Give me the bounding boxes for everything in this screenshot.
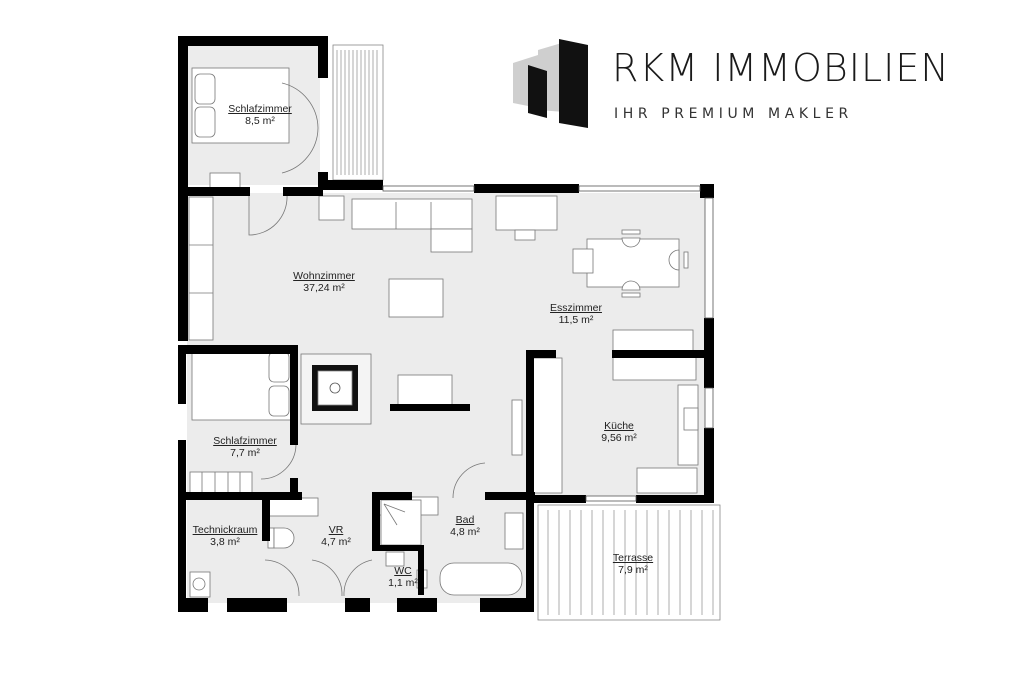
room-area: 7,7 m² — [230, 447, 260, 459]
room-name: Schlafzimmer — [213, 435, 277, 447]
room-bad: Bad 4,8 m² — [450, 514, 480, 538]
room-name: Terrasse — [612, 552, 654, 564]
furniture — [188, 67, 699, 598]
room-terrasse: Terrasse 7,9 m² — [613, 552, 653, 576]
room-area: 11,5 m² — [558, 314, 594, 326]
room-area: 3,8 m² — [210, 536, 240, 548]
room-name: Schlafzimmer — [228, 103, 292, 115]
room-kueche: Küche 9,56 m² — [601, 420, 637, 444]
room-technikraum: Technickraum 3,8 m² — [193, 524, 258, 548]
room-schlafzimmer-2: Schlafzimmer 7,7 m² — [213, 435, 277, 459]
room-area: 1,1 m² — [388, 577, 418, 589]
walls — [178, 36, 714, 612]
room-vr: VR 4,7 m² — [321, 524, 351, 548]
room-name: Wohnzimmer — [293, 270, 355, 282]
balcony-strip — [332, 44, 384, 181]
room-wohnzimmer: Wohnzimmer 37,24 m² — [293, 270, 355, 294]
room-name: VR — [328, 524, 344, 536]
brand-logo: RKM IMMOBILIEN IHR PREMIUM MAKLER — [510, 38, 1010, 138]
shower — [380, 499, 422, 546]
room-area: 8,5 m² — [245, 115, 275, 127]
room-name: WC — [394, 565, 412, 577]
room-area: 4,8 m² — [450, 526, 480, 538]
brand-name: RKM IMMOBILIEN — [612, 46, 950, 90]
room-schlafzimmer-1: Schlafzimmer 8,5 m² — [228, 103, 292, 127]
room-name: Bad — [455, 514, 475, 526]
sofa — [351, 198, 473, 230]
doors — [248, 82, 486, 597]
room-area: 37,24 m² — [303, 282, 345, 294]
room-esszimmer: Esszimmer 11,5 m² — [550, 302, 602, 326]
logo-mark-icon — [513, 39, 588, 128]
brand-tagline: IHR PREMIUM MAKLER — [614, 106, 853, 122]
room-area: 4,7 m² — [321, 536, 351, 548]
coffee-table — [388, 278, 444, 318]
room-area: 9,56 m² — [601, 432, 637, 444]
terrace-deck — [537, 504, 721, 621]
windows — [382, 185, 714, 502]
room-name: Technickraum — [192, 524, 258, 536]
wardrobe — [188, 196, 214, 341]
room-wc: WC 1,1 m² — [388, 565, 418, 589]
room-name: Küche — [604, 420, 634, 432]
room-area: 7,9 m² — [618, 564, 648, 576]
room-name: Esszimmer — [550, 302, 602, 314]
bathtub — [439, 562, 523, 596]
